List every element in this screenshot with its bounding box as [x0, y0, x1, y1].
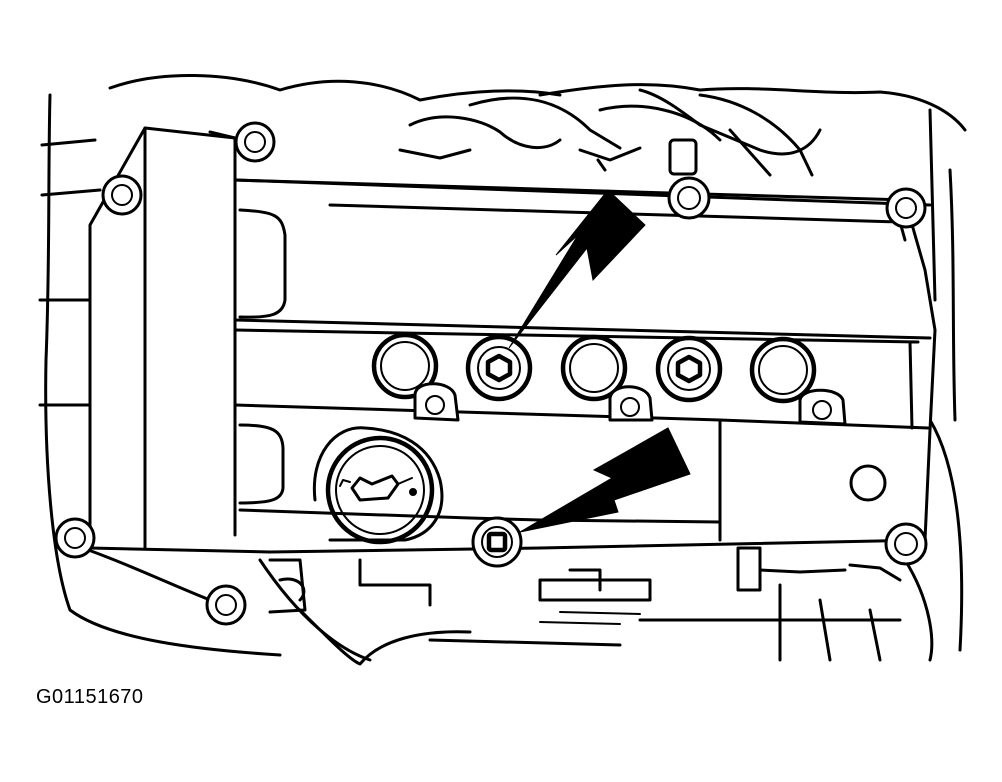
bolt-top-right: [885, 187, 927, 229]
mounting-bosses: [413, 382, 847, 426]
center-bolt-1: [465, 334, 533, 402]
bolt-top-middle: [667, 176, 711, 220]
figure-id-label: G01151670: [36, 686, 144, 708]
center-bolt-lower: [471, 516, 523, 568]
arrow-lower: [519, 427, 691, 533]
spark-plug-wells: [371, 332, 817, 404]
bolt-top-left: [234, 121, 276, 163]
breather-port: [849, 464, 887, 502]
oil-can-icon: [339, 474, 417, 502]
center-bolt-2: [655, 335, 723, 403]
wire-harness: [398, 88, 822, 177]
connector-plug: [668, 138, 698, 176]
bolt-bottom-right: [884, 522, 928, 566]
lower-brackets: [268, 546, 902, 625]
bolt-left-upper: [101, 174, 143, 216]
bolt-bottom-left: [205, 584, 247, 626]
oil-filler-cap: [312, 426, 444, 545]
arrow-upper: [508, 189, 646, 349]
bolt-left-lower: [54, 517, 96, 559]
perimeter-bolts: [54, 121, 928, 626]
